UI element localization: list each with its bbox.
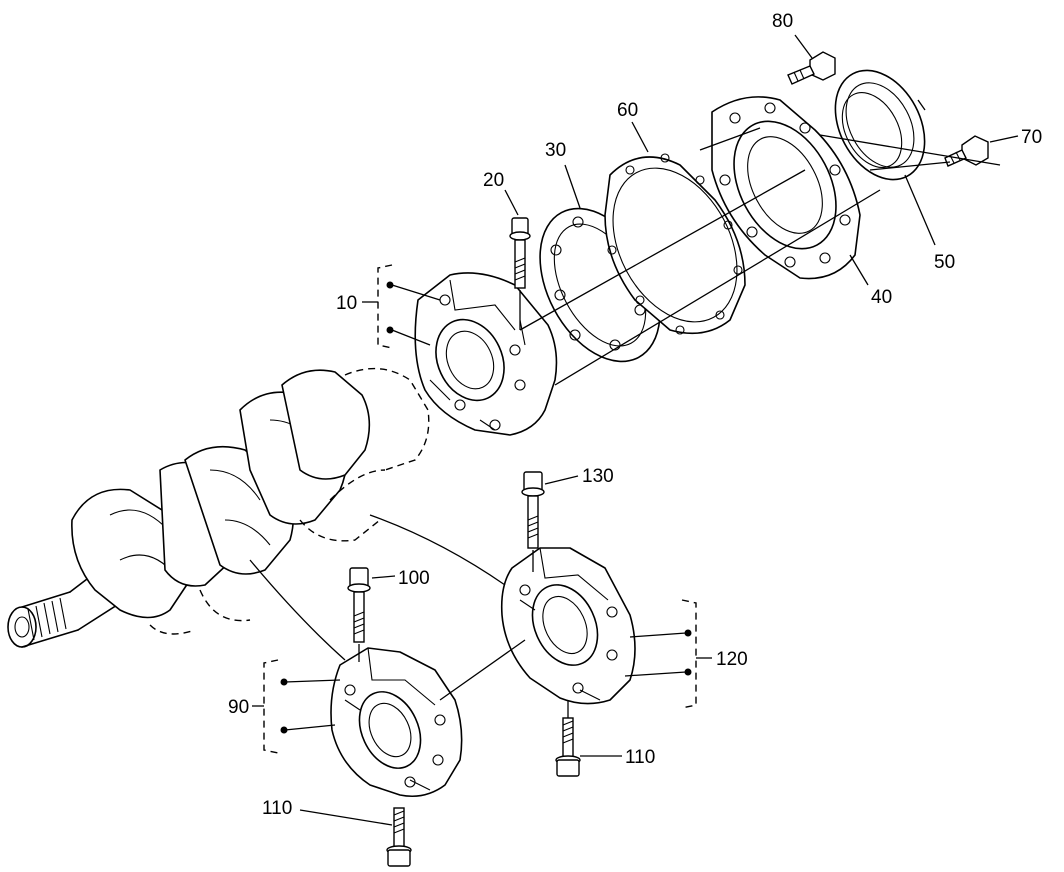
oil-seal-50: [834, 69, 926, 181]
bracket-10: [377, 264, 393, 349]
seal-housing-40: [711, 96, 861, 280]
callout-70: 70: [1021, 127, 1042, 148]
callout-60: 60: [617, 100, 638, 121]
bolt-110-lower: [386, 807, 412, 867]
bracket-90: [263, 659, 279, 754]
bolt-80: [787, 51, 836, 85]
callout-30: 30: [545, 140, 566, 161]
callout-90: 90: [228, 697, 249, 718]
callout-100: 100: [398, 568, 430, 589]
callout-130: 130: [582, 466, 614, 487]
callout-80: 80: [772, 11, 793, 32]
callout-110-lower: 110: [262, 798, 292, 819]
bolt-100: [347, 567, 371, 662]
callout-120: 120: [716, 649, 748, 670]
crankshaft: [7, 367, 430, 648]
bolt-20: [509, 217, 531, 330]
bearing-housing-120: [500, 547, 636, 705]
bracket-120: [681, 599, 697, 709]
assembly-axis-lines: [249, 127, 1001, 701]
bearing-housing-90: [330, 647, 463, 798]
callout-50: 50: [934, 252, 955, 273]
bolt-70: [944, 135, 989, 167]
callout-40: 40: [871, 287, 892, 308]
bolt-130: [521, 471, 545, 572]
callout-labels: 10 20 30 40 50 60 70 80 90 100 110 110 1…: [228, 11, 1042, 819]
bolt-110-middle: [555, 700, 581, 777]
callout-110-middle: 110: [625, 747, 655, 768]
callout-20: 20: [483, 170, 504, 191]
gasket-60: [604, 153, 746, 335]
bearing-housing-10: [414, 272, 558, 436]
callout-10: 10: [336, 293, 357, 314]
